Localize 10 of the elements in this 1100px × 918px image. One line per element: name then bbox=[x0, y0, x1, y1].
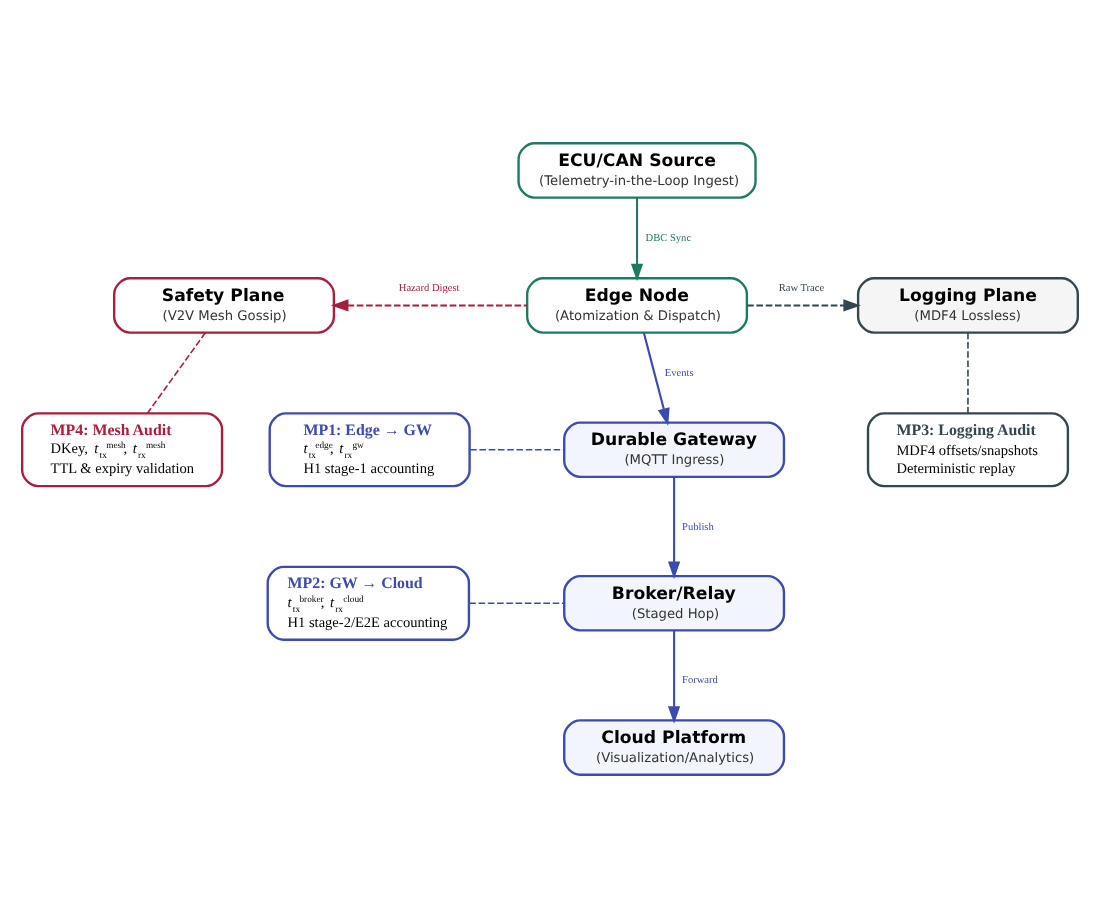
arrow bbox=[667, 630, 681, 724]
arrow bbox=[642, 332, 670, 426]
connector bbox=[146, 331, 207, 414]
arrow bbox=[330, 299, 527, 312]
connector bbox=[967, 331, 969, 414]
connector bbox=[469, 448, 565, 451]
arrow bbox=[667, 477, 681, 580]
connector bbox=[468, 602, 565, 605]
arrow bbox=[747, 299, 861, 312]
arrow bbox=[630, 197, 644, 282]
